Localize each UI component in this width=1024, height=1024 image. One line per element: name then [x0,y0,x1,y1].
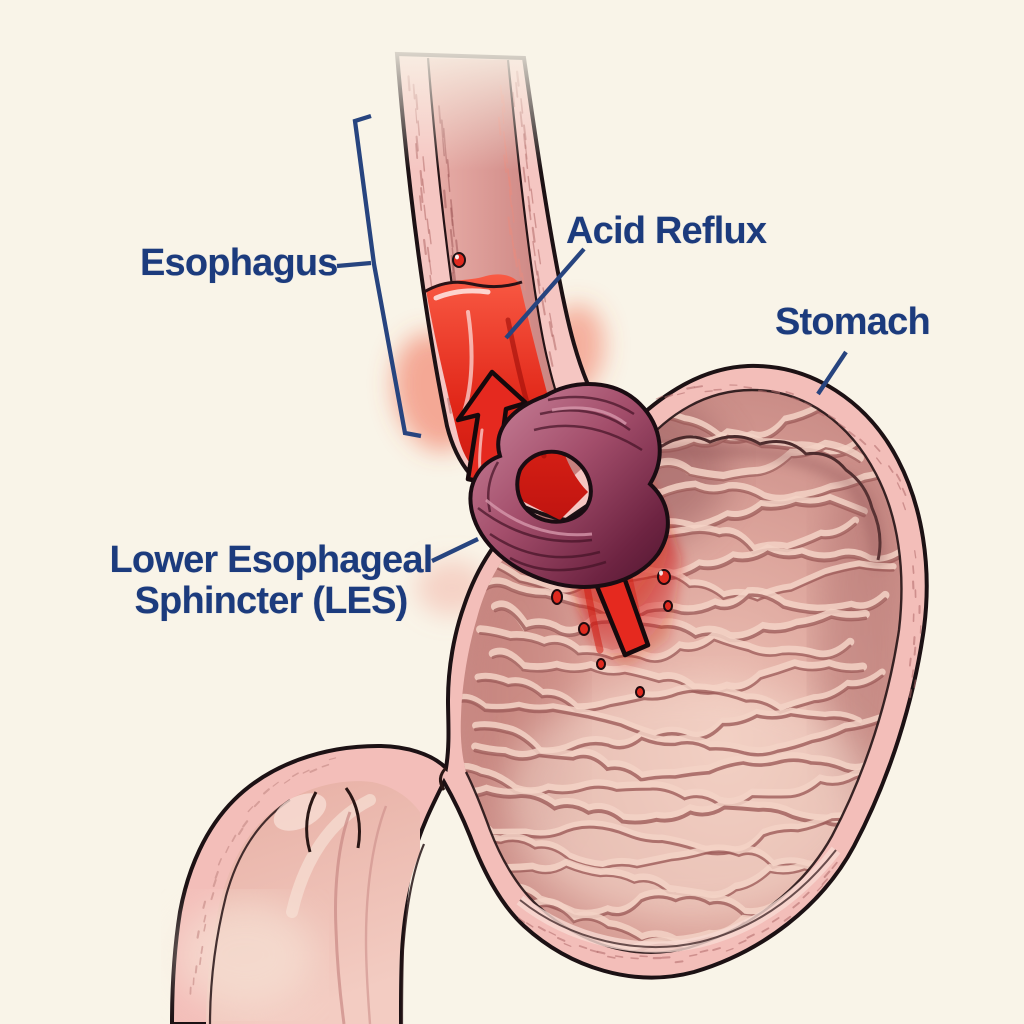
acid-reflux-leader-line [504,247,586,340]
esophagus-label-dash [336,260,372,269]
les-ring-shape [468,382,670,589]
stomach-label: Stomach [775,301,931,343]
esophagus-bracket [352,113,422,439]
acid-reflux-label: Acid Reflux [566,210,767,252]
les-label-line2: Sphincter (LES) [134,580,408,622]
annotation-lines [336,113,848,563]
les-label: Lower Esophageal Sphincter (LES) [95,540,447,622]
esophagus-label: Esophagus [140,242,338,284]
pyloric-valve [273,766,448,853]
acid-droplet [452,252,466,268]
stomach-leader-line [816,350,848,396]
les-label-line1: Lower Esophageal [109,539,434,581]
les-leader-line [431,537,479,563]
